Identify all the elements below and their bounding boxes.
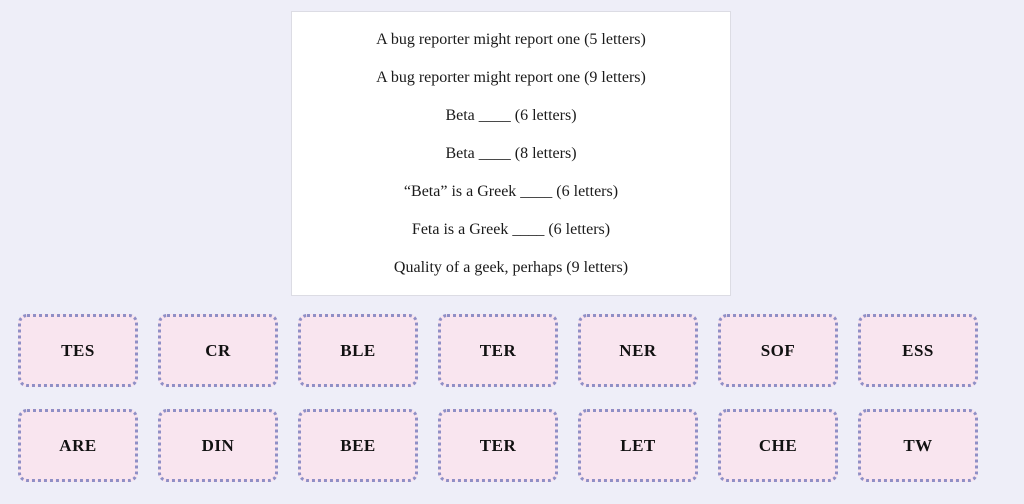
letter-tile[interactable]: TER <box>438 314 558 387</box>
letter-tile[interactable]: ARE <box>18 409 138 482</box>
letter-tile[interactable]: BLE <box>298 314 418 387</box>
letter-tile[interactable]: CHE <box>718 409 838 482</box>
letter-tile-label: TER <box>479 340 517 360</box>
letter-tile-label: TER <box>479 435 517 455</box>
clue-panel: A bug reporter might report one (5 lette… <box>291 11 731 296</box>
letter-tile[interactable]: CR <box>158 314 278 387</box>
letter-tile[interactable]: LET <box>578 409 698 482</box>
letter-tile[interactable]: ESS <box>858 314 978 387</box>
letter-tile[interactable]: TW <box>858 409 978 482</box>
letter-tile-label: ARE <box>59 435 97 455</box>
clue-line: Feta is a Greek ____ (6 letters) <box>411 220 611 238</box>
tile-row: ARE DIN BEE TER LET CHE TW <box>18 409 980 482</box>
clue-line: A bug reporter might report one (9 lette… <box>376 68 646 86</box>
clue-line: Beta ____ (8 letters) <box>445 144 577 162</box>
clue-line: Beta ____ (6 letters) <box>445 106 577 124</box>
tile-grid: TES CR BLE TER NER SOF ESS ARE DIN BEE <box>18 314 980 504</box>
letter-tile[interactable]: BEE <box>298 409 418 482</box>
tile-row: TES CR BLE TER NER SOF ESS <box>18 314 980 387</box>
letter-tile-label: ESS <box>902 340 934 360</box>
letter-tile[interactable]: SOF <box>718 314 838 387</box>
letter-tile-label: NER <box>619 340 657 360</box>
letter-tile[interactable]: TER <box>438 409 558 482</box>
letter-tile-label: SOF <box>760 340 796 360</box>
letter-tile[interactable]: NER <box>578 314 698 387</box>
clue-line: A bug reporter might report one (5 lette… <box>376 30 646 48</box>
clue-line: Quality of a geek, perhaps (9 letters) <box>393 258 629 276</box>
letter-tile-label: CHE <box>758 435 798 455</box>
letter-tile-label: BLE <box>340 340 376 360</box>
letter-tile-label: TES <box>61 340 95 360</box>
letter-tile-label: DIN <box>201 435 235 455</box>
letter-tile[interactable]: DIN <box>158 409 278 482</box>
clue-line: “Beta” is a Greek ____ (6 letters) <box>403 182 619 200</box>
letter-tile-label: CR <box>205 340 231 360</box>
letter-tile[interactable]: TES <box>18 314 138 387</box>
letter-tile-label: BEE <box>340 435 376 455</box>
letter-tile-label: TW <box>903 435 933 455</box>
letter-tile-label: LET <box>620 435 656 455</box>
